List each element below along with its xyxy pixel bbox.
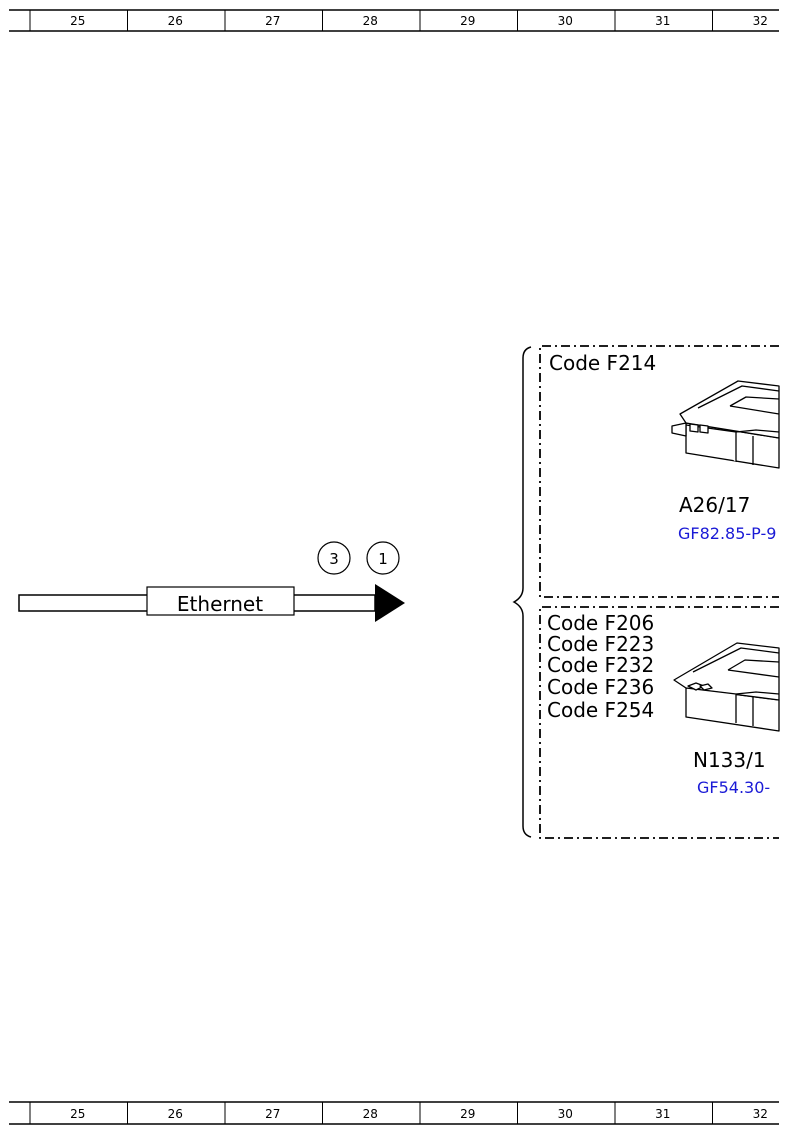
bus-label: Ethernet	[177, 592, 263, 616]
bottom-ruler-label-26: 26	[168, 1107, 183, 1121]
marker-3: 3	[317, 541, 351, 575]
bottom-ruler: 25 26 27 28 29 30 31 32	[9, 1101, 779, 1125]
connector-n133-1-icon	[673, 642, 780, 732]
bus-arrowhead	[375, 584, 405, 622]
module-n133-1-frame	[539, 606, 779, 839]
module-n133-1-code-4: Code F254	[547, 698, 654, 722]
module-n133-1-id: N133/1	[693, 748, 766, 772]
top-ruler-label-32: 32	[753, 14, 768, 28]
ethernet-bus: Ethernet	[18, 584, 405, 622]
marker-1: 1	[366, 541, 400, 575]
top-ruler-label-28: 28	[363, 14, 378, 28]
top-ruler-label-30: 30	[558, 14, 573, 28]
top-ruler-label-27: 27	[265, 14, 280, 28]
top-ruler-label-25: 25	[70, 14, 85, 28]
top-ruler-label-31: 31	[655, 14, 670, 28]
module-a26-17-ref-link[interactable]: GF82.85-P-9	[678, 524, 776, 543]
grouping-brace	[512, 346, 532, 838]
bus-label-box	[146, 586, 295, 616]
top-ruler-label-29: 29	[460, 14, 475, 28]
bottom-ruler-label-28: 28	[363, 1107, 378, 1121]
module-n133-1-code-0: Code F206	[547, 611, 654, 635]
bottom-ruler-label-32: 32	[753, 1107, 768, 1121]
module-n133-1-code-1: Code F223	[547, 632, 654, 656]
bottom-ruler-label-27: 27	[265, 1107, 280, 1121]
module-n133-1-code-2: Code F232	[547, 653, 654, 677]
bottom-ruler-label-30: 30	[558, 1107, 573, 1121]
top-ruler-label-26: 26	[168, 14, 183, 28]
connector-a26-17-icon	[671, 380, 780, 469]
bottom-ruler-label-25: 25	[70, 1107, 85, 1121]
module-n133-1: Code F206 Code F223 Code F232 Code F236 …	[539, 606, 780, 839]
module-a26-17-id: A26/17	[679, 493, 750, 517]
marker-3-label: 3	[329, 550, 339, 568]
module-a26-17: Code F214 A26/17 GF82.85-P-9	[539, 345, 780, 598]
module-a26-17-code-0: Code F214	[549, 351, 656, 375]
marker-1-label: 1	[378, 550, 388, 568]
bottom-ruler-label-31: 31	[655, 1107, 670, 1121]
module-n133-1-ref-link[interactable]: GF54.30-	[697, 778, 770, 797]
bottom-ruler-label-29: 29	[460, 1107, 475, 1121]
module-n133-1-code-3: Code F236	[547, 675, 654, 699]
top-ruler: 25 26 27 28 29 30 31 32	[9, 9, 779, 32]
module-a26-17-frame	[539, 345, 779, 598]
